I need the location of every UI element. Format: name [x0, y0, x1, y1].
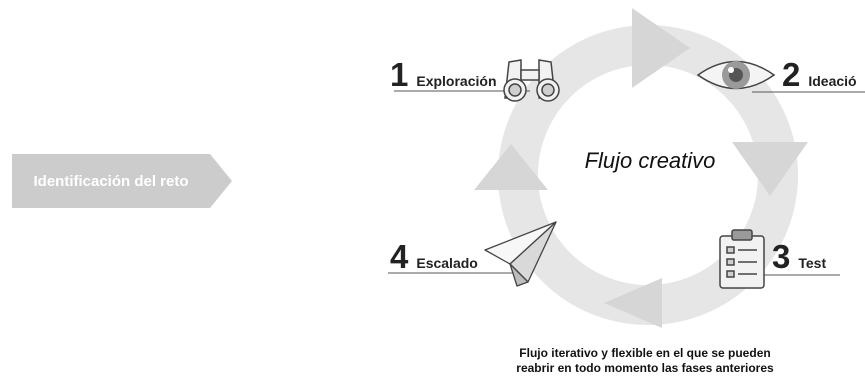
binoculars-icon [503, 59, 560, 102]
arrow-top [632, 8, 690, 88]
step-test: 3 Test [772, 240, 826, 273]
arrow-bottom [604, 278, 662, 328]
step-label: Escalado [416, 255, 478, 271]
challenge-block: Identificación del reto [12, 154, 232, 208]
clipboard-icon [719, 229, 765, 289]
step-exploration: 1 Exploración [390, 58, 497, 91]
step-number: 4 [390, 238, 409, 275]
step-number: 1 [390, 56, 409, 93]
step-label: Exploración [416, 73, 497, 89]
arrow-left [474, 144, 548, 190]
challenge-arrow-shape [12, 154, 232, 208]
caption-line-2: reabrir en todo momento las fases anteri… [516, 361, 774, 375]
cycle-caption: Flujo iterativo y flexible en el que se … [470, 346, 820, 376]
step-label: Ideació [808, 73, 857, 89]
caption-line-1: Flujo iterativo y flexible en el que se … [519, 346, 771, 360]
step-number: 2 [782, 56, 801, 93]
step-number: 3 [772, 238, 791, 275]
step-ideation: 2 Ideació [782, 58, 857, 91]
step-label: Test [798, 255, 827, 271]
paper-plane-icon [484, 221, 557, 287]
cycle-title: Flujo creativo [584, 148, 716, 173]
step-scaling: 4 Escalado [390, 240, 478, 273]
challenge-label: Identificación del reto [33, 172, 189, 190]
eye-icon [696, 60, 776, 90]
arrow-right [732, 142, 808, 196]
